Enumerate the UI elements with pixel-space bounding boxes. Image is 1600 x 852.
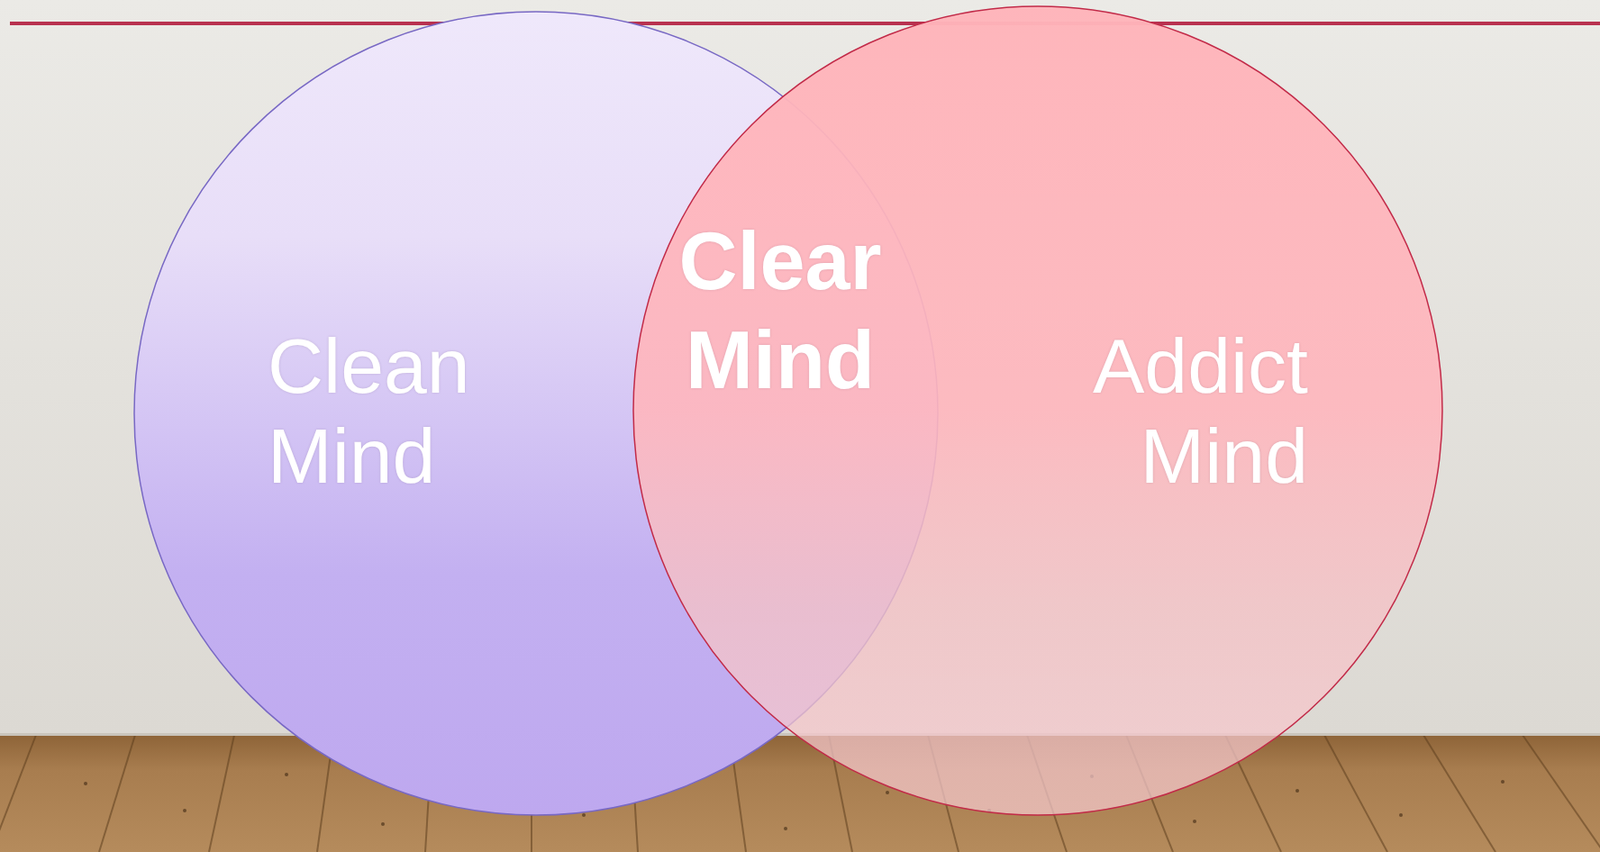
floor-nails: [83, 772, 1505, 831]
circle-label: Addict Mind: [1073, 320, 1309, 501]
circle-shape: [633, 6, 1443, 816]
venn-circle: Addict Mind: [632, 5, 1444, 817]
circle-label: Clean Mind: [267, 320, 493, 501]
wood-floor: [0, 735, 1600, 852]
circle-outline: [632, 5, 1444, 817]
top-rule: [9, 21, 1600, 26]
floor-planks: [0, 735, 1600, 852]
overlap-label: Clear Mind: [667, 211, 893, 410]
